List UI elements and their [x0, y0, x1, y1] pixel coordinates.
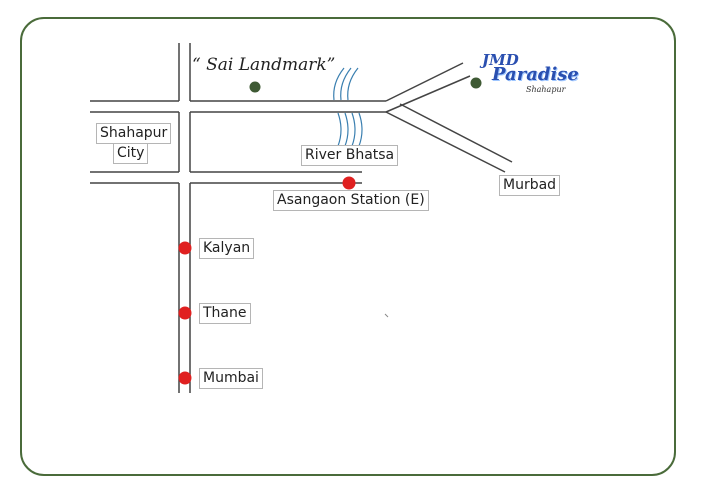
jmd-paradise-logo: JMD Paradise Shahapur [482, 51, 579, 99]
asangaon-station-label: Asangaon Station (E) [273, 190, 429, 211]
logo-brand-main: Paradise [492, 64, 579, 85]
map-frame [20, 17, 676, 476]
mumbai-marker [178, 371, 192, 385]
vertical-road [178, 43, 191, 393]
sai-landmark-marker [249, 81, 261, 93]
upper-horizontal-road [90, 100, 386, 113]
river-bhatsa-label: River Bhatsa [301, 145, 399, 166]
murbad-label: Murbad [499, 175, 561, 196]
stray-mark [384, 313, 389, 318]
kalyan-label: Kalyan [199, 238, 255, 259]
sai-landmark-label: “ Sai Landmark” [192, 55, 336, 75]
thane-label: Thane [199, 303, 251, 324]
jmd-paradise-marker [470, 77, 482, 89]
thane-marker [178, 306, 192, 320]
fork-road-murbad [385, 103, 513, 173]
kalyan-marker [178, 241, 192, 255]
logo-brand-sub: Shahapur [526, 85, 566, 94]
shahapur-label-line2: City [113, 143, 149, 164]
shahapur-label-line1: Shahapur [96, 123, 172, 144]
lower-horizontal-road [90, 171, 362, 184]
asangaon-station-marker [342, 176, 356, 190]
logo-brand-top: JMD [482, 51, 519, 69]
river-bhatsa-waves [333, 67, 363, 147]
fork-road-northeast [385, 62, 471, 113]
mumbai-label: Mumbai [199, 368, 263, 389]
